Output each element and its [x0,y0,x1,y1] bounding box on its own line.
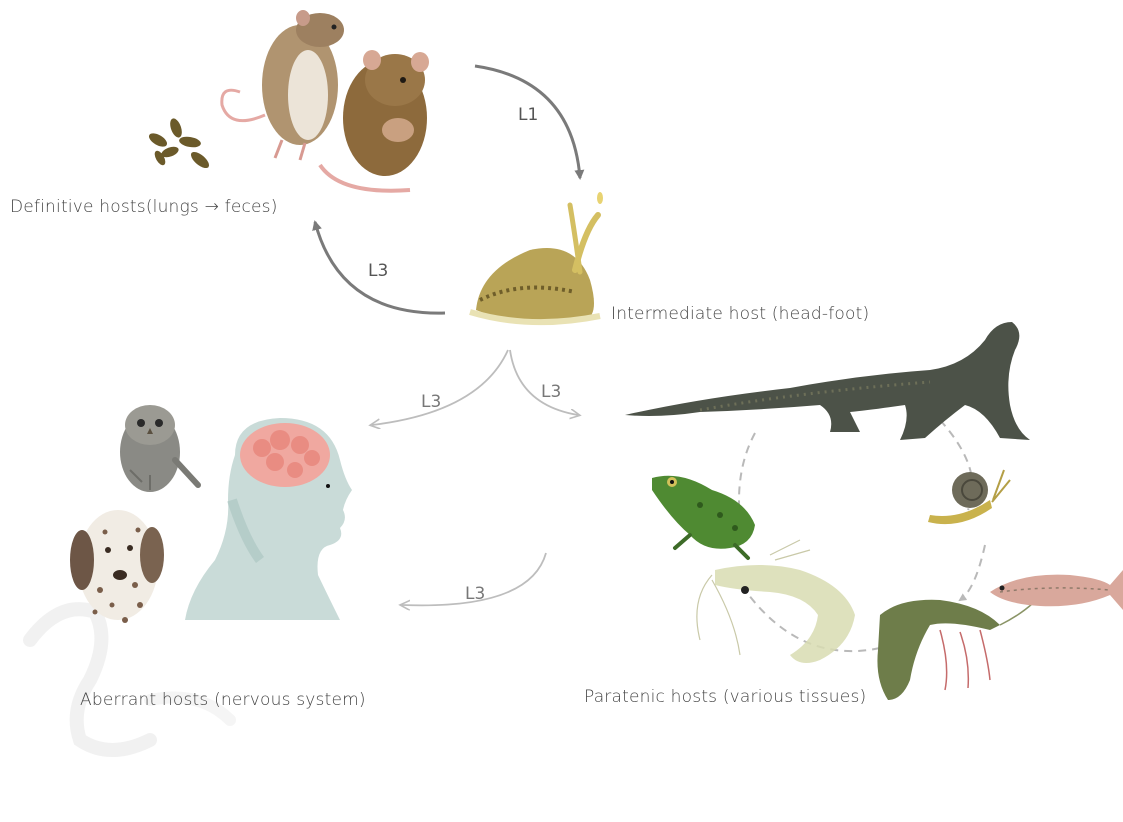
feces-pellets-illustration [147,117,212,171]
watermark [30,609,230,750]
snail-illustration [928,470,1010,524]
shrimp-illustration [697,540,855,663]
label-intermediate-host: Intermediate host (head-foot) [611,304,869,324]
arrow-slug-to-aberrant [372,350,508,425]
owl-illustration [120,405,198,492]
label-aberrant-hosts: Aberrant hosts (nervous system) [80,690,366,710]
monitor-lizard-illustration [625,322,1030,440]
slug-illustration [470,192,603,322]
prawn-illustration [877,590,1045,700]
fish-illustration [990,570,1123,610]
arrow-label-l3-return: L3 [368,261,388,281]
label-definitive-hosts: Definitive hosts(lungs → feces) [10,197,278,217]
arrow-label-l3-aberrant: L3 [421,392,441,412]
arrow-label-l3-paratenic: L3 [541,382,561,402]
arrow-label-l3-bottom: L3 [465,584,485,604]
rat-illustration [222,10,344,160]
arrow-label-l1: L1 [518,105,538,125]
label-paratenic-hosts: Paratenic hosts (various tissues) [584,687,866,707]
human-head-brain-illustration [185,418,352,620]
